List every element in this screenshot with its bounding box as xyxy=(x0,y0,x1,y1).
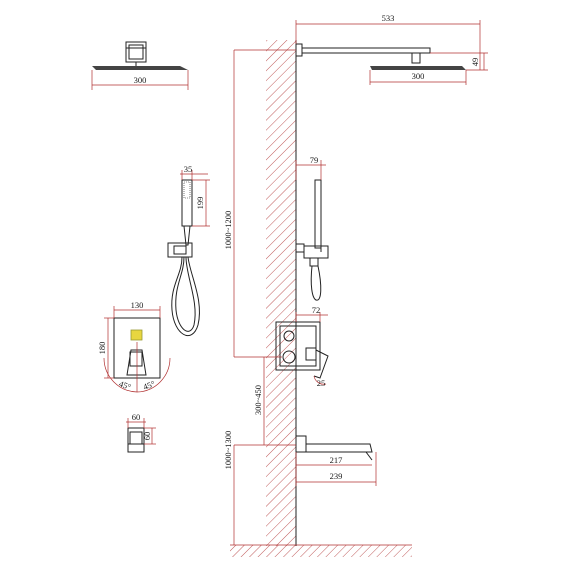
handshower-height-label: 199 xyxy=(195,197,205,210)
bracket-width-label: 79 xyxy=(310,155,319,165)
left-head-width-label: 300 xyxy=(134,75,147,85)
panel-height-label: 180 xyxy=(97,342,107,355)
handshower-width-label: 35 xyxy=(184,164,193,174)
wall xyxy=(266,40,297,546)
valve-drop-label: 300~450 xyxy=(253,385,263,415)
shower-height-label: 1000~1200 xyxy=(223,211,233,250)
wall-hand-shower: 79 xyxy=(295,155,329,301)
angle-left-label: 45° xyxy=(118,378,133,391)
floor xyxy=(230,544,412,557)
shower-arm-assembly: 533 49 300 xyxy=(295,13,488,85)
shower-height-dimension: 1000~1200 xyxy=(223,49,296,357)
right-head-width-label: 300 xyxy=(412,71,425,81)
small-diverter-detail: 60 60 xyxy=(126,412,156,453)
panel-width-label: 130 xyxy=(131,300,144,310)
angle-right-label: 45° xyxy=(142,378,157,391)
spout-inner-label: 217 xyxy=(330,455,343,465)
spout-height-label: 1000~1300 xyxy=(223,431,233,470)
valve-drop-dimension: 300~450 xyxy=(234,356,282,445)
tub-spout: 1000~1300 217 239 xyxy=(223,431,377,545)
head-thickness-label: 49 xyxy=(470,58,480,67)
small-width-label: 60 xyxy=(132,412,141,422)
hand-shower-detail: 35 199 xyxy=(167,164,210,337)
small-height-label: 60 xyxy=(142,432,152,441)
arm-length-label: 533 xyxy=(382,13,395,23)
valve-width-label: 72 xyxy=(312,305,321,315)
handle-radius-label: 25 xyxy=(317,378,326,388)
spout-outer-label: 239 xyxy=(330,471,343,481)
control-panel-detail: 45° 45° 130 180 xyxy=(97,300,171,393)
mixing-valve: 25 72 xyxy=(275,305,329,388)
rain-head-top-view: 300 xyxy=(91,41,189,90)
